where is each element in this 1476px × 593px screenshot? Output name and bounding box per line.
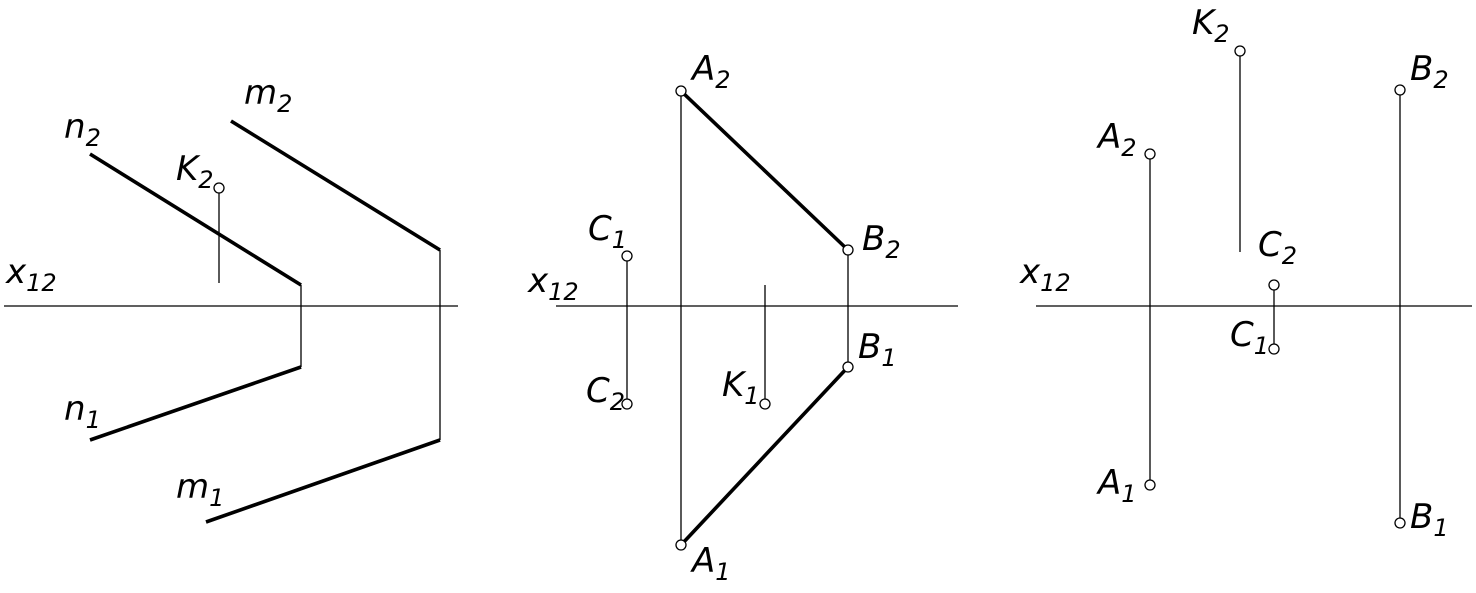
panel-points-abck: x12 K2 A2 A1 B2 B1 C2 C1 — [1019, 3, 1472, 542]
point-c2 — [1268, 279, 1280, 291]
point-a2 — [675, 85, 687, 97]
point-b2 — [842, 244, 854, 256]
point-c1 — [1268, 343, 1280, 355]
label-b2: B2 — [862, 219, 901, 264]
label-b1: B1 — [1410, 497, 1449, 542]
label-b2: B2 — [1410, 49, 1449, 94]
panel-lines-n-m: x12 n2 n1 m2 m1 K2 — [4, 73, 458, 524]
label-c2: C2 — [1258, 225, 1297, 270]
label-m2: m2 — [244, 73, 292, 118]
x12-axis-label: x12 — [1019, 252, 1071, 297]
segment-a2b2 — [679, 89, 850, 252]
label-m1: m1 — [176, 467, 224, 512]
label-a2: A2 — [690, 49, 731, 94]
label-k2: K2 — [176, 149, 214, 194]
point-b1 — [1394, 517, 1406, 529]
label-a2: A2 — [1096, 117, 1137, 162]
point-c2 — [621, 398, 633, 410]
segment-a1b1 — [679, 365, 850, 547]
label-b1: B1 — [858, 327, 897, 372]
point-a1 — [675, 539, 687, 551]
panel-segment-ab: x12 A2 A1 B2 B1 C1 C2 K1 — [527, 49, 958, 586]
label-k1: K1 — [722, 365, 760, 410]
point-k2 — [1234, 45, 1246, 57]
x12-axis-label: x12 — [5, 252, 57, 297]
point-b1 — [842, 361, 854, 373]
x12-axis-label: x12 — [527, 261, 579, 306]
point-a2 — [1144, 148, 1156, 160]
line-n2 — [89, 152, 302, 287]
point-k2 — [213, 182, 225, 194]
line-n1 — [89, 365, 302, 442]
point-a1 — [1144, 479, 1156, 491]
label-c1: C1 — [1230, 315, 1269, 360]
label-a1: A1 — [690, 541, 731, 586]
point-k1 — [759, 398, 771, 410]
label-n2: n2 — [64, 107, 101, 152]
line-m2 — [230, 119, 441, 252]
label-k2: K2 — [1192, 3, 1230, 48]
point-b2 — [1394, 84, 1406, 96]
point-c1 — [621, 250, 633, 262]
label-a1: A1 — [1096, 463, 1137, 508]
label-c2: C2 — [586, 371, 625, 416]
label-c1: C1 — [588, 209, 627, 254]
label-n1: n1 — [64, 389, 101, 434]
line-m1 — [205, 438, 441, 524]
